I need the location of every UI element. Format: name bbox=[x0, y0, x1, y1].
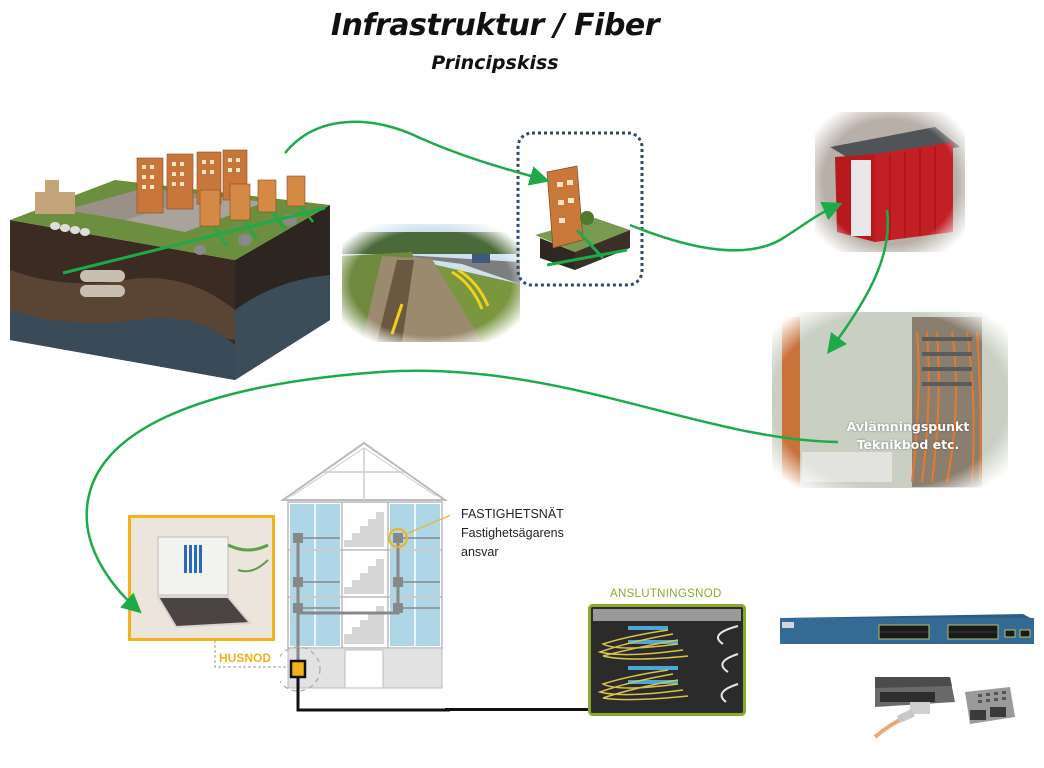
anslutningsnod-label: ANSLUTNINGSNOD bbox=[610, 588, 722, 600]
husnod-dashed-box bbox=[214, 640, 292, 668]
avlamningspunkt-label: Avlämningspunkt Teknikbod etc. bbox=[838, 418, 978, 454]
sfp-module-photo bbox=[873, 677, 1015, 739]
avlamningspunkt-line2: Teknikbod etc. bbox=[856, 437, 960, 452]
technical-shed-photo bbox=[815, 112, 965, 252]
fastighetsnat-line1: FASTIGHETSNÄT bbox=[461, 507, 564, 521]
page-title: Infrastruktur / Fiber bbox=[330, 8, 660, 43]
avlamningspunkt-line1: Avlämningspunkt bbox=[846, 419, 970, 434]
anslutningsnod-rack-photo bbox=[588, 604, 746, 716]
arrow-building-to-shed bbox=[629, 201, 843, 252]
husnod-highlight-circle bbox=[280, 646, 321, 692]
dotted-highlight-frame bbox=[516, 131, 644, 287]
network-switch-photo bbox=[780, 614, 1034, 644]
fiber-trench-photo bbox=[342, 224, 520, 342]
husnod-cabinet-photo bbox=[128, 515, 275, 641]
fastighetsnat-line2: Fastighetsägarens bbox=[461, 526, 564, 540]
fiber-connection-line bbox=[445, 708, 590, 711]
page-subtitle: Principskiss bbox=[431, 52, 559, 74]
building-connection-closeup bbox=[516, 131, 644, 287]
husnod-label: HUSNOD bbox=[219, 651, 272, 665]
patch-rack-photo bbox=[772, 312, 1008, 488]
building-network-diagram bbox=[280, 441, 450, 712]
city-underground-cross-section bbox=[10, 149, 330, 380]
fastighetsnat-line3: ansvar bbox=[461, 545, 499, 559]
husnod-box-icon bbox=[289, 659, 307, 679]
fastighetsnat-label: FASTIGHETSNÄT Fastighetsägarens ansvar bbox=[461, 505, 564, 562]
